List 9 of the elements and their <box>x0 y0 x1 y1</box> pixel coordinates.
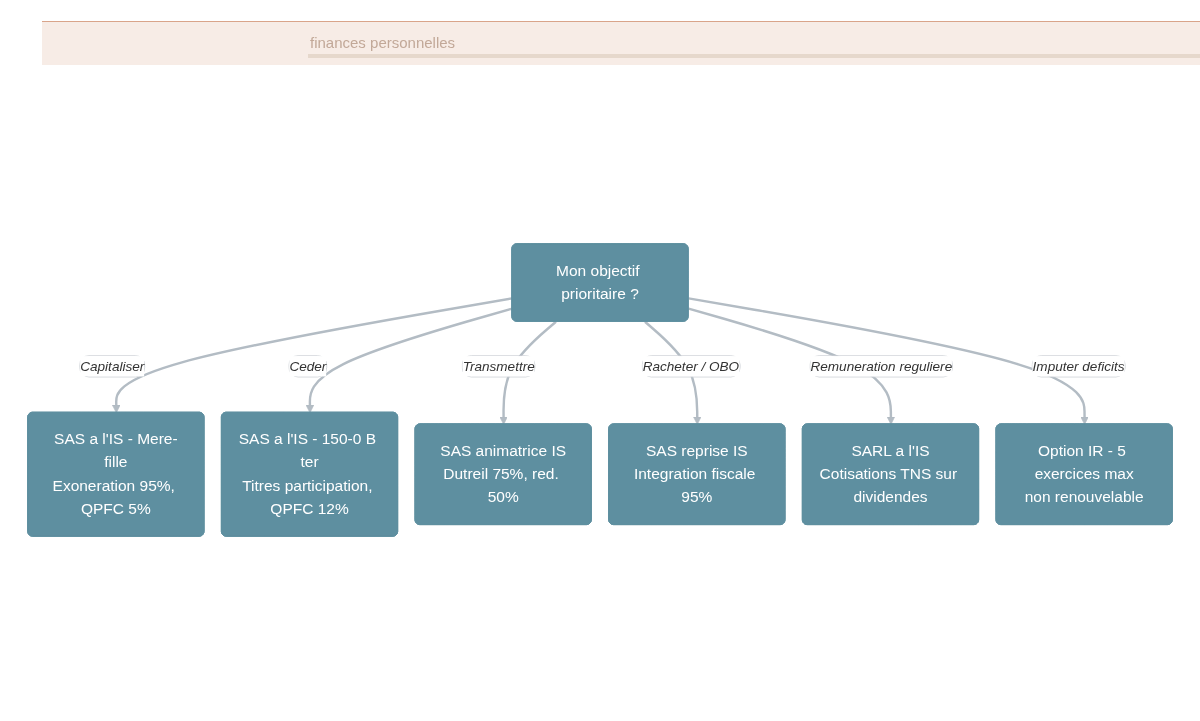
arrow <box>112 297 513 414</box>
edge-label: Racheter / OBO <box>642 358 740 374</box>
tagline-text: finances personnelles <box>310 34 456 52</box>
edge-label: Imputer deficits <box>1032 358 1125 374</box>
edge-label: Ceder <box>289 358 327 374</box>
arrow <box>305 307 513 414</box>
edge-label: Capitaliser <box>80 358 145 374</box>
edge-label: Transmettre <box>462 358 535 374</box>
edge-label: Remuneration reguliere <box>810 358 953 374</box>
